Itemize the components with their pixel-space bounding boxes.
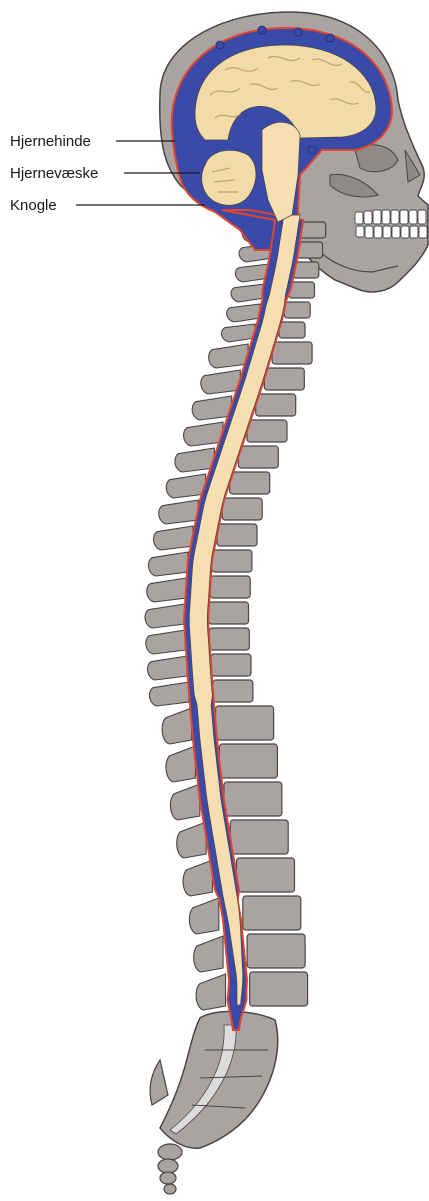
spinous-process — [192, 396, 231, 420]
spinous-process — [222, 324, 255, 342]
vertebral-body — [284, 302, 310, 318]
vertebral-body — [219, 744, 277, 778]
spinous-process — [170, 784, 199, 820]
spinous-process — [189, 898, 218, 934]
spinous-process — [175, 448, 214, 472]
vertebral-body — [300, 222, 326, 238]
vertebral-body — [230, 820, 288, 854]
vertebral-body — [279, 322, 305, 338]
spinous-process — [201, 370, 240, 394]
brain-cerebellum — [202, 150, 256, 205]
spinous-process — [183, 860, 212, 896]
vertebral-body — [213, 680, 253, 702]
spinous-process — [231, 284, 264, 302]
spinous-process — [184, 422, 223, 446]
vertebral-body — [237, 858, 295, 892]
spinous-process — [148, 656, 187, 680]
vertebral-body — [243, 896, 301, 930]
vertebral-body — [211, 654, 251, 676]
vertebral-body — [230, 472, 270, 494]
vertebral-body — [250, 972, 308, 1006]
spinous-process — [147, 578, 186, 602]
spinous-process — [196, 974, 225, 1010]
vertebral-body — [216, 706, 274, 740]
vertebral-body — [217, 524, 257, 546]
label-meninges: Hjernehinde — [10, 133, 91, 150]
spinous-process — [145, 604, 184, 628]
spinous-process — [146, 630, 185, 654]
vertebral-body — [224, 782, 282, 816]
spinous-process — [166, 746, 195, 782]
label-csf: Hjernevæske — [10, 165, 98, 182]
vertebral-body — [212, 550, 252, 572]
vertebral-body — [222, 498, 262, 520]
spinous-process — [177, 822, 206, 858]
spinous-process — [227, 304, 260, 322]
coccyx-segment — [158, 1144, 182, 1160]
sacrum — [150, 1011, 278, 1148]
vertebral-body — [238, 446, 278, 468]
vertebral-body — [209, 628, 249, 650]
vertebral-body — [264, 368, 304, 390]
vertebral-body — [256, 394, 296, 416]
spinous-process — [209, 344, 248, 368]
spinous-process — [149, 682, 188, 706]
spinous-process — [162, 708, 191, 744]
label-bone: Knogle — [10, 197, 57, 214]
vertebral-body — [209, 602, 249, 624]
vertebral-body — [247, 934, 305, 968]
coccyx — [158, 1144, 182, 1194]
spinous-process — [159, 500, 198, 524]
coccyx-segment — [164, 1184, 176, 1194]
spinous-process — [148, 552, 187, 576]
spinous-process — [235, 264, 268, 282]
vertebral-body — [272, 342, 312, 364]
vertebral-body — [247, 420, 287, 442]
spinous-process — [194, 936, 223, 972]
spinous-process — [166, 474, 205, 498]
sacrum-ridge — [150, 1060, 168, 1105]
spinous-process — [154, 526, 193, 550]
coccyx-segment — [160, 1172, 176, 1184]
vertebral-body — [210, 576, 250, 598]
coccyx-segment — [158, 1159, 178, 1173]
